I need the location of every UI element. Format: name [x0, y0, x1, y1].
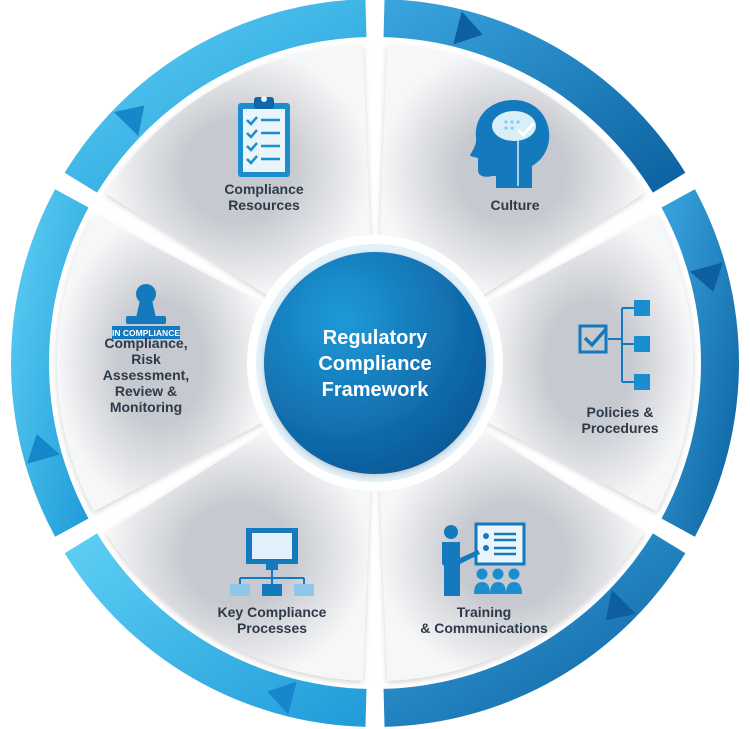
checkbox-hierarchy-icon [578, 300, 650, 390]
presenter-audience-icon [442, 522, 526, 596]
head-brain-icon [470, 100, 550, 188]
ring-arc-monitoring [10, 189, 89, 537]
ring-arrowhead-training [605, 590, 636, 621]
monitor-flowchart-icon [230, 528, 314, 596]
ring-arrowhead-processes [267, 681, 297, 715]
ring-arc-policies [661, 189, 740, 537]
segment-label-training: Training & Communications [420, 604, 548, 636]
segment-label-policies: Policies & Procedures [581, 404, 659, 436]
segment-monitoring [56, 214, 266, 512]
segment-label-culture: Culture [490, 197, 540, 213]
segment-processes [105, 429, 371, 681]
segment-label-resources: Compliance Resources [224, 181, 304, 213]
stamp-text: IN COMPLIANCE [112, 328, 180, 338]
ring-arc-resources [64, 0, 367, 193]
ring-arrowhead-culture [453, 11, 483, 45]
segment-policies [484, 214, 694, 512]
ring-arrowhead-monitoring [27, 434, 60, 464]
segment-label-processes: Key Compliance Processes [217, 604, 327, 636]
stamp-icon: IN COMPLIANCE [112, 284, 180, 339]
ring-arc-culture [383, 0, 686, 193]
clipboard-checklist-icon [238, 96, 290, 177]
framework-title: Regulatory Compliance Framework [318, 327, 432, 401]
center-circle [264, 252, 486, 474]
ring-arrowhead-resources [114, 105, 145, 136]
ring-arc-training [383, 533, 686, 727]
segment-label-monitoring: Compliance, Risk Assessment, Review & Mo… [102, 335, 190, 415]
ring-arrowhead-policies [690, 262, 723, 292]
ring-arc-processes [64, 533, 367, 727]
